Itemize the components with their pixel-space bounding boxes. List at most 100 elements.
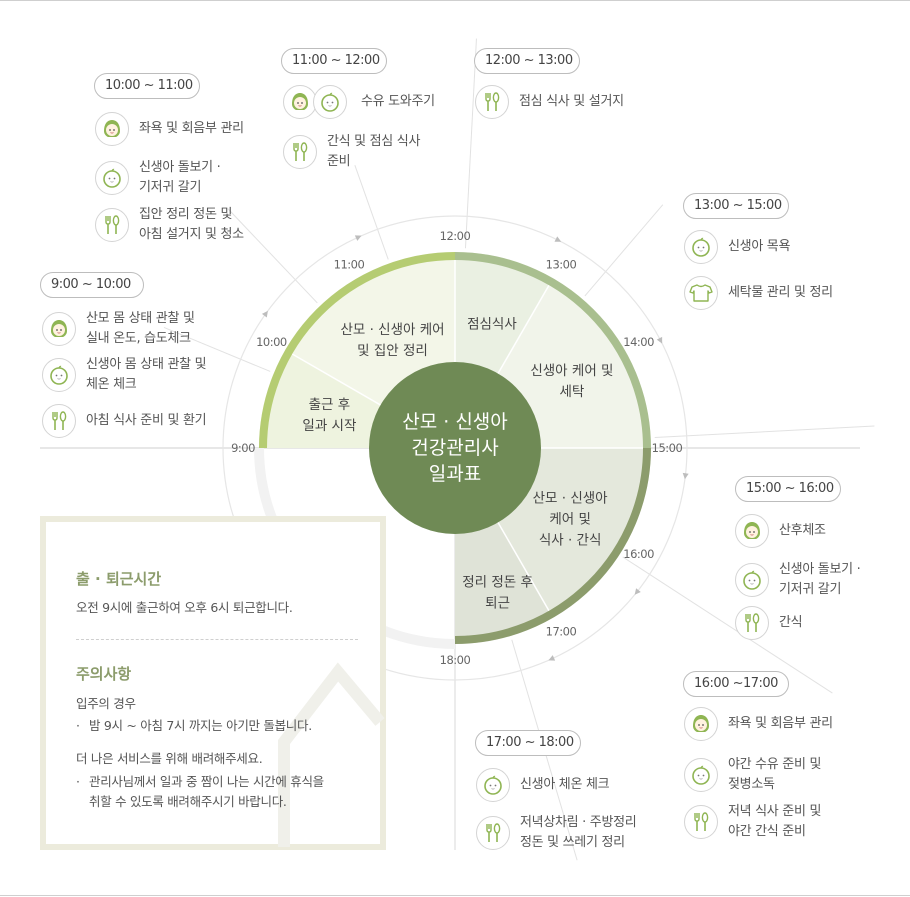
- hour-label: 17:00: [546, 625, 577, 639]
- direction-arrow-icon: [261, 310, 268, 318]
- schedule-item: 신생아 돌보기 · 기저귀 갈기: [735, 560, 861, 600]
- schedule-item: 점심 식사 및 설거지: [475, 85, 624, 119]
- utensils-icon: [283, 135, 317, 169]
- house-watermark-icon: [278, 662, 385, 847]
- time-pill: 17:00 ~ 18:00: [475, 730, 581, 756]
- schedule-item: 세탁물 관리 및 정리: [684, 276, 833, 310]
- segment-label: 점심식사: [467, 316, 517, 332]
- direction-arrow-icon: [682, 472, 689, 480]
- live-in-label: 입주의 경우: [76, 696, 136, 711]
- time-pill: 13:00 ~ 15:00: [683, 193, 789, 219]
- hour-label: 9:00: [231, 441, 255, 455]
- schedule-item: 산모 몸 상태 관찰 및 실내 온도, 습도체크: [42, 309, 195, 349]
- schedule-item: 신생아 목욕: [684, 230, 790, 264]
- guide-line: [354, 165, 389, 260]
- schedule-item-text: 신생아 돌보기 · 기저귀 갈기: [779, 562, 861, 597]
- segment-label: 정리 정돈 후: [462, 574, 533, 590]
- arrow-head: [682, 472, 689, 480]
- schedule-item: 좌욕 및 회음부 관리: [684, 707, 833, 741]
- baby-icon: [95, 161, 129, 195]
- guide-line: [584, 204, 664, 297]
- arrow-head: [634, 588, 641, 595]
- hour-label: 12:00: [440, 229, 471, 243]
- ring-arc-afternoon: [454, 252, 651, 449]
- schedule-item: 야간 수유 준비 및 젖병소독: [684, 755, 821, 795]
- segment-label: 산모 · 신생아 케어: [340, 322, 444, 338]
- center-circle: [369, 362, 541, 534]
- direction-arrow-icon: [656, 336, 663, 344]
- ring-arc-morning: [259, 252, 456, 449]
- bullet-text: 관리사님께서 일과 중 짬이 나는 시간에 휴식을 취할 수 있도록 배려해주시…: [89, 774, 324, 809]
- arrow-head: [261, 310, 268, 318]
- schedule-item-text: 산후체조: [779, 523, 826, 538]
- schedule-item: 저녁 식사 준비 및 야간 간식 준비: [684, 802, 821, 842]
- schedule-item-text: 간식: [779, 615, 803, 630]
- direction-arrow-icon: [554, 236, 562, 242]
- schedule-item: 좌욕 및 회음부 관리: [95, 112, 244, 146]
- arrow-head: [656, 336, 663, 344]
- guide-line: [464, 38, 477, 249]
- schedule-item-text: 저녁 식사 준비 및 야간 간식 준비: [728, 804, 822, 839]
- segment-label: 및 집안 정리: [357, 343, 428, 359]
- utensils-icon: [684, 805, 718, 839]
- baby-icon: [735, 563, 769, 597]
- guide-line: [163, 326, 271, 372]
- outer-track-circle: [222, 215, 688, 681]
- schedule-item: 집안 정리 정돈 및 아침 설거지 및 청소: [95, 205, 244, 245]
- schedule-item-text: 아침 식사 준비 및 환기: [86, 413, 207, 428]
- center-title-line: 일과표: [429, 463, 481, 485]
- baby-icon: [684, 230, 718, 264]
- time-pill: 16:00 ~17:00: [683, 671, 789, 697]
- baby-icon: [313, 85, 347, 119]
- baby-icon: [42, 358, 76, 392]
- schedule-item-text: 야간 수유 준비 및 젖병소독: [728, 757, 822, 792]
- schedule-item-text: 신생아 체온 체크: [520, 777, 610, 792]
- direction-arrow-icon: [634, 588, 641, 595]
- mother-icon: [684, 707, 718, 741]
- time-pill: 10:00 ~ 11:00: [94, 73, 200, 99]
- segment-label: 출근 후: [309, 397, 351, 413]
- hour-label: 10:00: [256, 335, 287, 349]
- arrow-head: [354, 235, 362, 241]
- schedule-item-text: 신생아 목욕: [728, 239, 791, 254]
- mother-icon: [735, 514, 769, 548]
- hour-label: 14:00: [623, 335, 654, 349]
- schedule-item-text: 저녁상차림 · 주방정리 정돈 및 쓰레기 정리: [520, 815, 637, 850]
- schedule-item-text: 세탁물 관리 및 정리: [728, 285, 833, 300]
- schedule-item: 신생아 돌보기 · 기저귀 갈기: [95, 158, 221, 198]
- schedule-item-text: 좌욕 및 회음부 관리: [139, 121, 244, 136]
- guide-line: [654, 425, 875, 439]
- segment-label: 세탁: [559, 384, 584, 400]
- ring-arc-evening: [454, 447, 651, 644]
- work-hours-title: 출 · 퇴근시간: [76, 570, 162, 588]
- direction-arrow-icon: [548, 655, 556, 661]
- schedule-item-text: 점심 식사 및 설거지: [519, 94, 624, 109]
- bullet-item: · 밤 9시 ~ 아침 7시 까지는 아기만 돌봅니다.: [76, 716, 312, 736]
- schedule-item: 신생아 몸 상태 관찰 및 체온 체크: [42, 355, 207, 395]
- bullet-mark: ·: [76, 718, 80, 733]
- arrow-head: [554, 236, 562, 242]
- schedule-item: 신생아 체온 체크: [476, 768, 610, 802]
- utensils-icon: [42, 404, 76, 438]
- schedule-item-text: 신생아 몸 상태 관찰 및 체온 체크: [86, 357, 207, 392]
- hour-label: 16:00: [623, 547, 654, 561]
- direction-arrow-icon: [354, 235, 362, 241]
- schedule-item: 산후체조: [735, 514, 826, 548]
- schedule-item-text: 간식 및 점심 식사 준비: [327, 134, 421, 169]
- utensils-icon: [735, 606, 769, 640]
- divider: [76, 639, 358, 640]
- hour-label: 11:00: [334, 257, 365, 271]
- mother-icon: [95, 112, 129, 146]
- segment-label: 퇴근: [485, 595, 510, 611]
- schedule-item: 간식 및 점심 식사 준비: [283, 132, 420, 172]
- hour-label: 15:00: [652, 441, 683, 455]
- guide-line: [227, 208, 318, 304]
- schedule-item: 간식: [735, 606, 803, 640]
- consideration-lead: 더 나은 서비스를 위해 배려해주세요.: [76, 751, 263, 766]
- caution-title: 주의사항: [76, 665, 132, 683]
- guide-line: [622, 556, 833, 694]
- baby-icon: [476, 768, 510, 802]
- schedule-item-text: 좌욕 및 회음부 관리: [728, 716, 833, 731]
- utensils-icon: [476, 816, 510, 850]
